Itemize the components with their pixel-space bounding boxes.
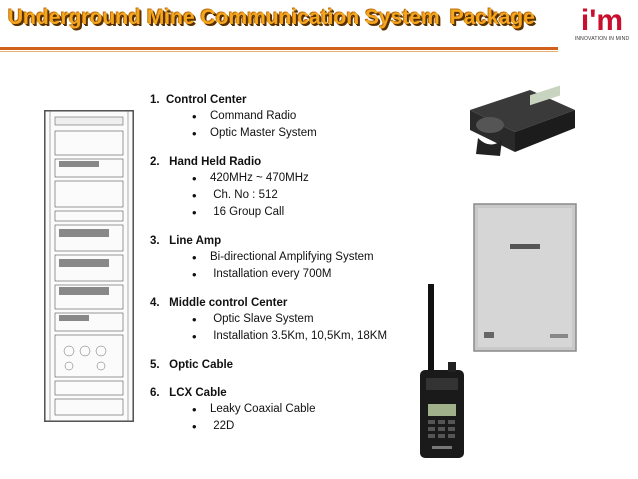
bullet-icon: •: [192, 419, 197, 434]
wall-mount-cabinet-image: [473, 203, 577, 352]
list-item-text: Installation 3.5Km, 10,5Km, 18KM: [210, 330, 388, 342]
slide-title-main: Underground Mine Communication System: [8, 6, 440, 29]
slide-title-suffix: Package: [449, 6, 535, 29]
bullet-icon: •: [192, 402, 197, 417]
section-line-amp: 3. Line Amp • Bi-directional Amplifying S…: [150, 233, 450, 283]
section-optic-cable: 5. Optic Cable: [150, 357, 450, 373]
bullet-icon: •: [192, 329, 197, 344]
list-item-text: 22D: [210, 420, 235, 432]
list-item: • 16 Group Call: [150, 204, 450, 221]
list-item-text: 420MHz ~ 470MHz: [210, 172, 309, 184]
equipment-rack-diagram: [44, 110, 134, 422]
list-item: • Installation 3.5Km, 10,5Km, 18KM: [150, 328, 450, 345]
section-heading: 3. Line Amp: [150, 235, 222, 247]
section-heading: 2. Hand Held Radio: [150, 156, 262, 168]
list-item-text: Command Radio: [210, 110, 297, 122]
list-item: • 22D: [150, 418, 450, 435]
logo-mark: i'm: [580, 4, 624, 37]
company-logo: i'm INNOVATION IN MIND: [574, 6, 630, 50]
list-item-text: Optic Slave System: [210, 313, 314, 325]
bullet-icon: •: [192, 171, 197, 186]
bullet-icon: •: [192, 312, 197, 327]
bullet-icon: •: [192, 188, 197, 203]
list-item-text: Leaky Coaxial Cable: [210, 403, 316, 415]
list-item: • Ch. No : 512: [150, 187, 450, 204]
section-middle-control-center: 4. Middle control Center • Optic Slave S…: [150, 295, 450, 345]
section-heading: 4. Middle control Center: [150, 297, 288, 309]
feature-list: 1. Control Center • Command Radio • Optic …: [150, 92, 450, 435]
list-item-text: Ch. No : 512: [210, 189, 278, 201]
base-station-radio-image: [470, 85, 575, 156]
slide-title: Underground Mine Communication System Pac…: [8, 6, 535, 30]
bullet-icon: •: [192, 126, 197, 141]
section-heading: 5. Optic Cable: [150, 359, 234, 371]
list-item: • Installation every 700M: [150, 266, 450, 283]
bullet-icon: •: [192, 109, 197, 124]
list-item-text: Bi-directional Amplifying System: [210, 251, 374, 263]
handheld-radio-image: [420, 284, 464, 458]
title-underline-thin: [0, 51, 558, 52]
list-item: • Leaky Coaxial Cable: [150, 401, 450, 418]
title-underline: [0, 47, 558, 50]
list-item: • Optic Slave System: [150, 311, 450, 328]
list-item: • 420MHz ~ 470MHz: [150, 170, 450, 187]
list-item-text: 16 Group Call: [210, 206, 285, 218]
section-heading: 1. Control Center: [150, 94, 247, 106]
logo-tagline: INNOVATION IN MIND: [574, 36, 630, 42]
section-control-center: 1. Control Center • Command Radio • Optic …: [150, 92, 450, 142]
list-item-text: Installation every 700M: [210, 268, 332, 280]
list-item: • Bi-directional Amplifying System: [150, 249, 450, 266]
section-hand-held-radio: 2. Hand Held Radio • 420MHz ~ 470MHz • Ch…: [150, 154, 450, 221]
section-heading: 6. LCX Cable: [150, 387, 227, 399]
list-item: • Optic Master System: [150, 125, 450, 142]
bullet-icon: •: [192, 267, 197, 282]
bullet-icon: •: [192, 250, 197, 265]
section-lcx-cable: 6. LCX Cable • Leaky Coaxial Cable • 22D: [150, 385, 450, 435]
list-item: • Command Radio: [150, 108, 450, 125]
bullet-icon: •: [192, 205, 197, 220]
list-item-text: Optic Master System: [210, 127, 317, 139]
